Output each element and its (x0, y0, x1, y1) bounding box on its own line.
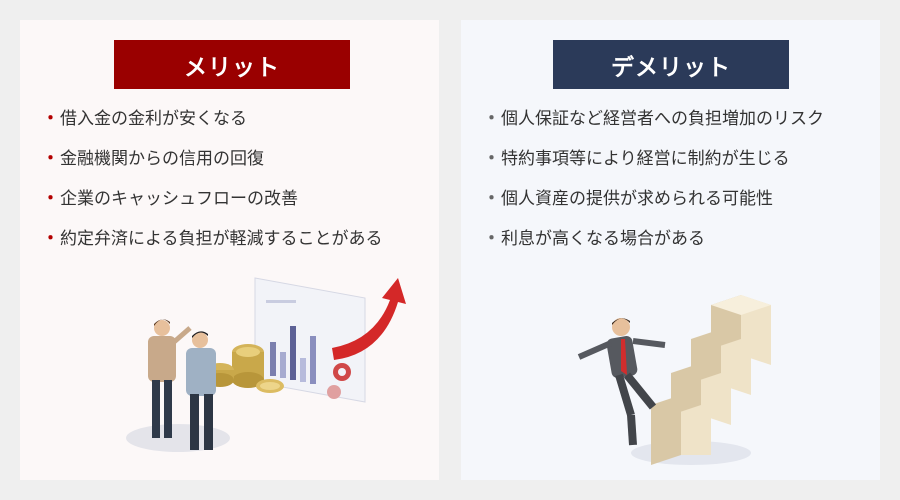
coins-icon (206, 344, 284, 393)
merit-item: ・金融機関からの信用の回復 (42, 143, 437, 183)
merit-heading: メリット (114, 40, 350, 89)
demerit-item-text: 個人保証など経営者への負担増加のリスク (501, 109, 824, 129)
demerit-item: ・特約事項等により経営に制約が生じる (483, 143, 878, 183)
bullet-icon: ・ (483, 229, 500, 249)
demerit-item-text: 特約事項等により経営に制約が生じる (501, 149, 790, 169)
demerit-item-text: 利息が高くなる場合がある (501, 229, 705, 249)
bullet-icon: ・ (483, 189, 500, 209)
businessman-icon (148, 319, 192, 438)
bullet-icon: ・ (483, 149, 500, 169)
bullet-icon: ・ (42, 229, 59, 249)
demerit-item: ・利息が高くなる場合がある (483, 223, 878, 263)
merit-item-text: 企業のキャッシュフローの改善 (60, 189, 298, 209)
rising-arrow-icon (332, 278, 406, 360)
demerit-item-text: 個人資産の提供が求められる可能性 (501, 189, 773, 209)
bullet-icon: ・ (42, 189, 59, 209)
merit-item: ・約定弁済による負担が軽減することがある (42, 223, 437, 263)
bullet-icon: ・ (42, 149, 59, 169)
chart-board-icon (254, 277, 366, 403)
businessman-icon (577, 318, 666, 446)
stairs-icon (651, 295, 771, 465)
businessman-icon (186, 331, 216, 450)
merit-item-text: 金融機関からの信用の回復 (60, 149, 264, 169)
merit-item-text: 借入金の金利が安くなる (60, 109, 247, 129)
demerit-heading: デメリット (553, 40, 789, 89)
demerit-panel: デメリット ・個人保証など経営者への負担増加のリスク ・特約事項等により経営に制… (461, 20, 880, 480)
merit-item-text: 約定弁済による負担が軽減することがある (60, 229, 383, 249)
falling-businessman-illustration (577, 295, 771, 465)
bullet-icon: ・ (483, 109, 500, 129)
demerit-list: ・個人保証など経営者への負担増加のリスク ・特約事項等により経営に制約が生じる … (483, 103, 878, 263)
merit-list: ・借入金の金利が安くなる ・金融機関からの信用の回復 ・企業のキャッシュフローの… (42, 103, 437, 263)
businessmen-chart-illustration (126, 277, 406, 452)
merit-panel: メリット ・借入金の金利が安くなる ・金融機関からの信用の回復 ・企業のキャッシ… (20, 20, 439, 480)
merit-item: ・借入金の金利が安くなる (42, 103, 437, 143)
demerit-item: ・個人保証など経営者への負担増加のリスク (483, 103, 878, 143)
merit-item: ・企業のキャッシュフローの改善 (42, 183, 437, 223)
demerit-item: ・個人資産の提供が求められる可能性 (483, 183, 878, 223)
bullet-icon: ・ (42, 109, 59, 129)
